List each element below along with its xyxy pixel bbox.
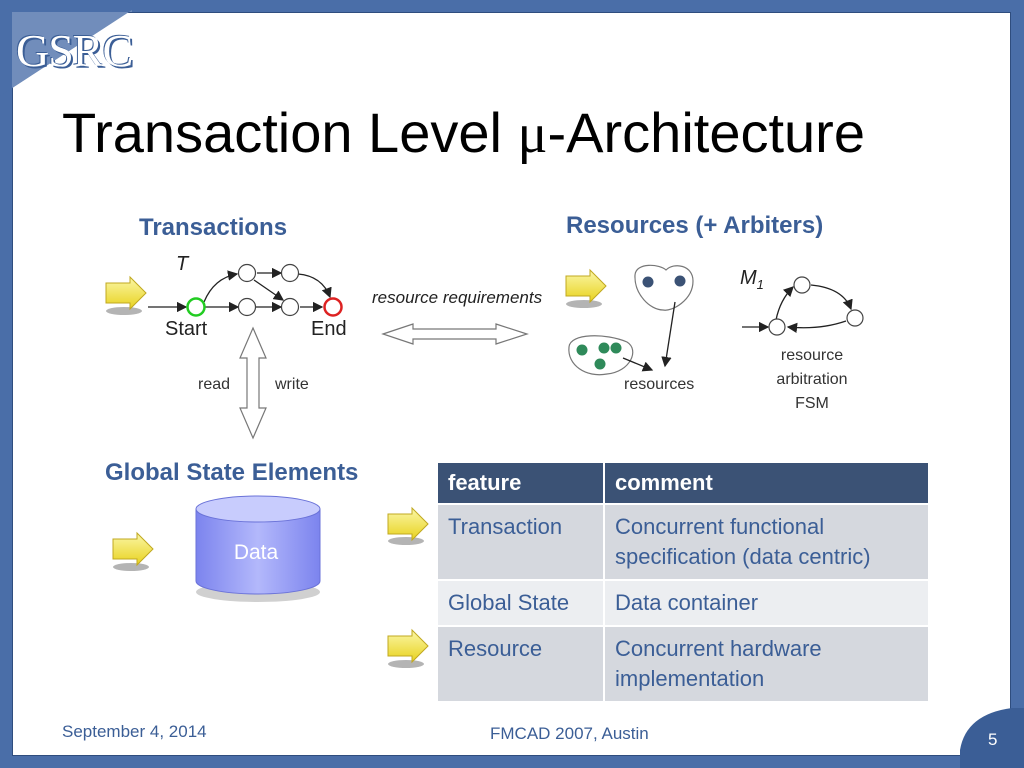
page-number: 5 <box>988 730 998 749</box>
fsm-label: resource arbitration FSM <box>776 347 848 412</box>
resource-requirements-label: resource requirements <box>372 288 543 307</box>
table-cell: Concurrent functional specification (dat… <box>603 503 930 581</box>
read-label: read <box>198 376 231 393</box>
resources-heading: Resources (+ Arbiters) <box>566 212 824 239</box>
comment-column-header: comment <box>603 461 930 505</box>
table-row: Global State Data container <box>436 579 930 627</box>
table-cell: Transaction <box>436 503 605 581</box>
table-header-row: feature comment <box>436 461 930 505</box>
table-cell: Data container <box>603 579 930 627</box>
m1-label: M1 <box>740 267 764 292</box>
resources-label: resources <box>624 376 695 393</box>
global-state-heading: Global State Elements <box>105 459 359 486</box>
footer-conference: FMCAD 2007, Austin <box>490 724 649 743</box>
table-cell: Global State <box>436 579 605 627</box>
data-label: Data <box>233 541 279 564</box>
end-label: End <box>311 318 347 340</box>
t-label: T <box>176 253 189 275</box>
gsrc-logo <box>0 0 132 96</box>
slide-title: Transaction Level μ-Architecture <box>62 101 865 165</box>
logo-text: GSRC <box>16 25 133 76</box>
transactions-heading: Transactions <box>139 214 288 241</box>
start-label: Start <box>165 318 208 340</box>
write-label: write <box>275 376 309 393</box>
feature-table: feature comment Transaction Concurrent f… <box>436 461 930 703</box>
table-row: Resource Concurrent hardware implementat… <box>436 625 930 703</box>
footer-date: September 4, 2014 <box>62 722 207 741</box>
table-cell: Concurrent hardware implementation <box>603 625 930 703</box>
table-cell: Resource <box>436 625 605 703</box>
feature-column-header: feature <box>436 461 605 505</box>
table-row: Transaction Concurrent functional specif… <box>436 503 930 581</box>
